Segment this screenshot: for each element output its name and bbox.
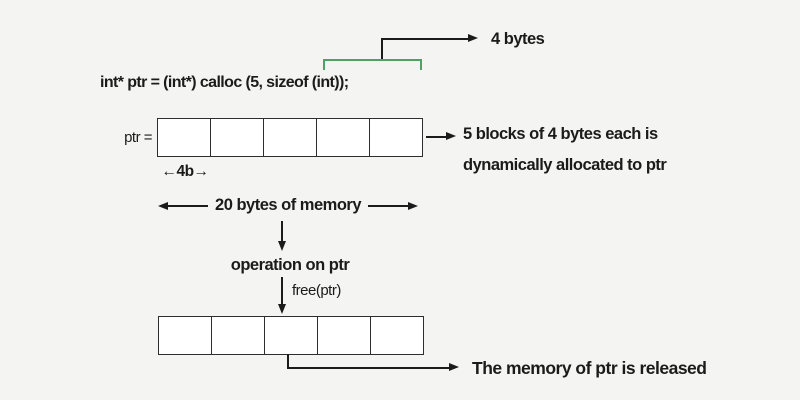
memory-block-cell [262, 118, 318, 157]
alloc-note-line2: dynamically allocated to ptr [463, 156, 667, 174]
operation-label: operation on ptr [230, 256, 350, 274]
four-bytes-label: 4 bytes [491, 30, 545, 48]
sizeof-bracket [323, 59, 422, 70]
arrow-down-icon [277, 304, 286, 314]
memory-span: 20 bytes of memory [158, 196, 419, 214]
memory-block-cell [158, 316, 213, 355]
free-call-label: free(ptr) [292, 282, 341, 299]
ptr-label: ptr = [124, 129, 152, 146]
memory-block-cell [368, 118, 424, 157]
arrow-down-icon [277, 241, 286, 251]
released-note: The memory of ptr is released [472, 358, 707, 378]
released-connector-horizontal [287, 367, 449, 369]
memory-block-cell [157, 118, 212, 157]
memory-block-cell [210, 316, 266, 355]
memory-span-label: 20 bytes of memory [215, 196, 361, 214]
memory-block-cell [263, 316, 319, 355]
arrow-left-icon [158, 201, 168, 210]
arrow-right-icon [446, 132, 456, 140]
flow-arrow-1-line [281, 221, 283, 241]
memory-span-line-right [368, 204, 409, 207]
sizeof-annotation-vertical-line [381, 38, 383, 60]
memory-blocks-released [158, 316, 425, 355]
released-connector-vertical [287, 354, 289, 369]
memory-blocks-allocated [157, 118, 424, 157]
memory-span-line-left [168, 204, 209, 207]
code-line: int* ptr = (int*) calloc (5, sizeof (int… [100, 74, 349, 91]
alloc-note-connector-line [426, 136, 446, 138]
memory-block-cell [209, 118, 265, 157]
alloc-note-line1: 5 blocks of 4 bytes each is [463, 125, 658, 143]
memory-block-cell [316, 316, 372, 355]
memory-block-cell [315, 118, 371, 157]
block-width-label: ←4b→ [161, 163, 209, 180]
flow-arrow-2-line [281, 277, 283, 304]
arrow-right-icon [449, 363, 459, 371]
arrow-right-icon [408, 201, 419, 210]
memory-block-cell [369, 316, 425, 355]
sizeof-annotation-horizontal-line [382, 38, 468, 40]
arrow-right-icon [468, 34, 478, 42]
